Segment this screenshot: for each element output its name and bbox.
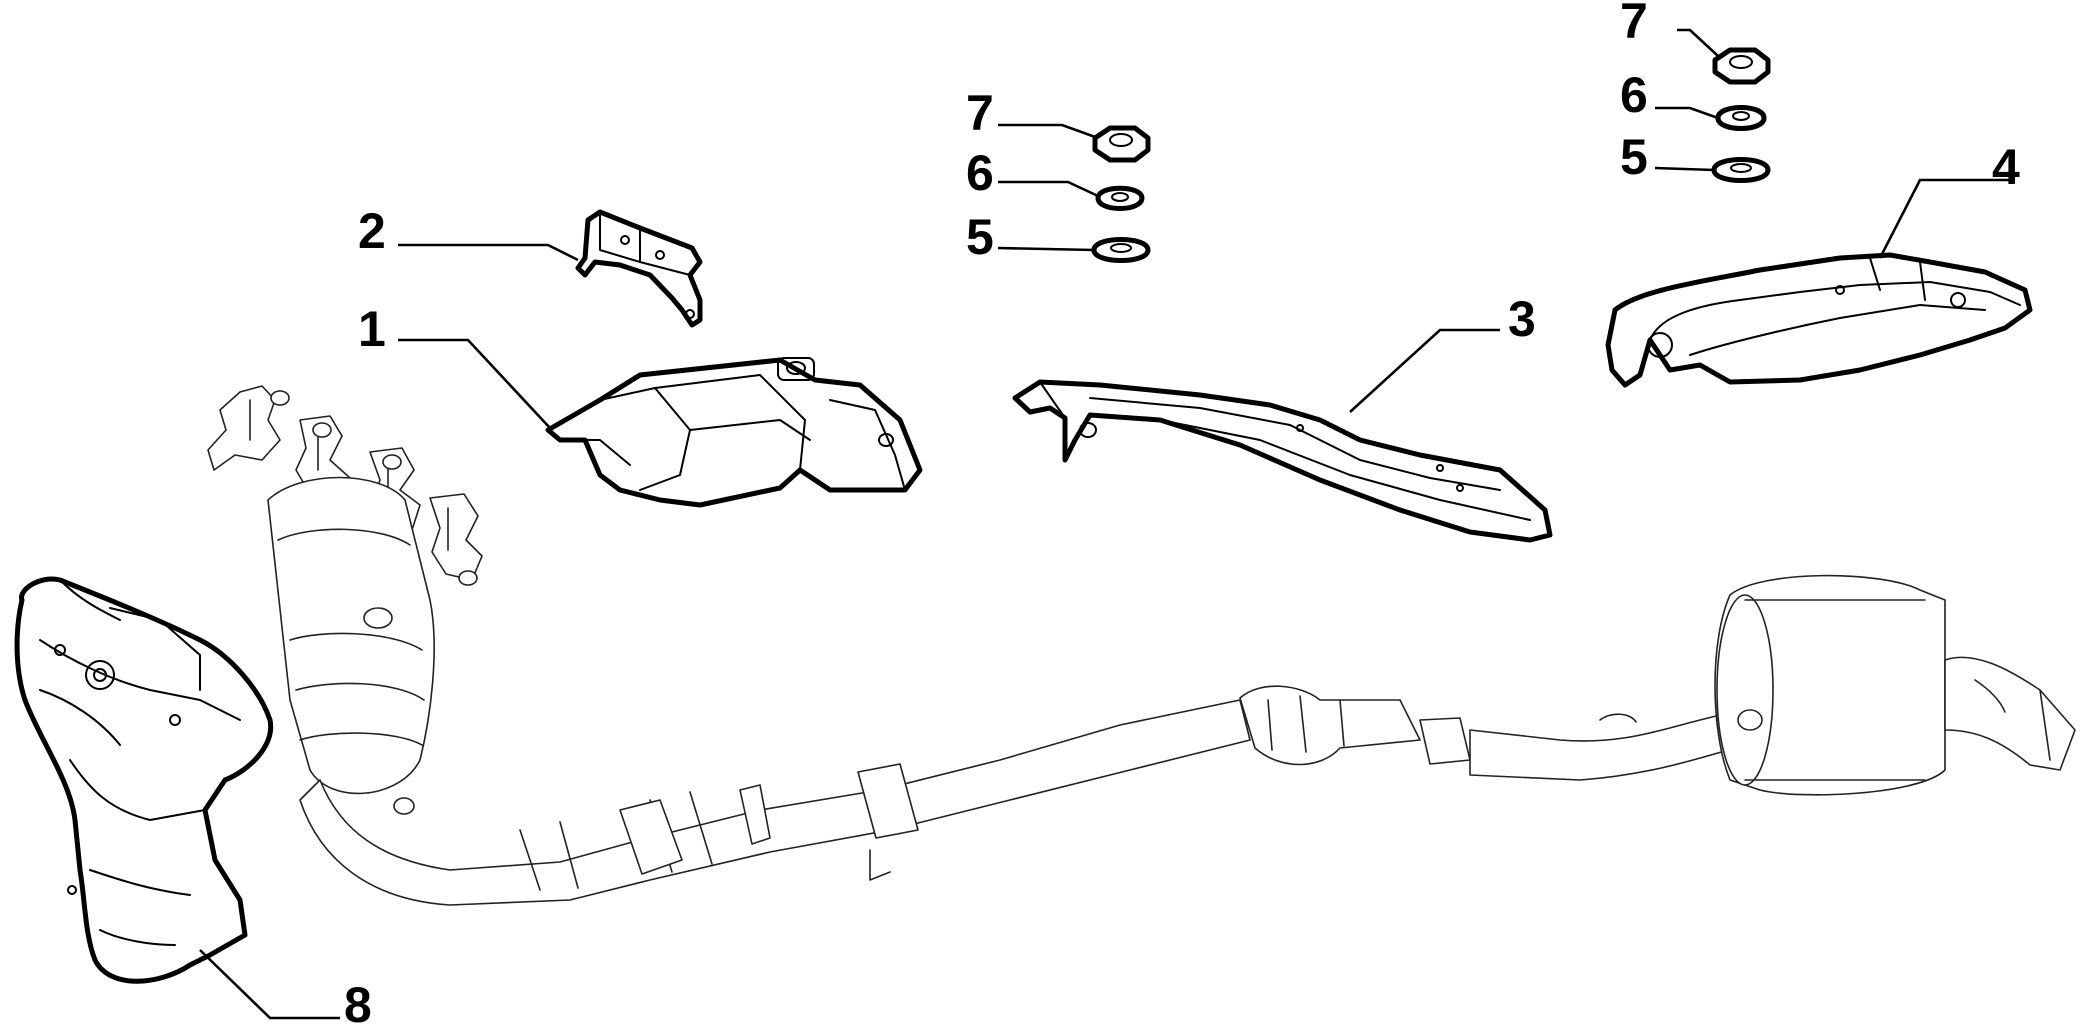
callout-5-center: 5 <box>966 209 994 265</box>
callout-8: 8 <box>344 977 372 1028</box>
callout-7-center: 7 <box>966 85 994 141</box>
flat-washer-5-center <box>1091 237 1151 263</box>
callout-3: 3 <box>1508 291 1536 347</box>
callout-4: 4 <box>1992 139 2020 195</box>
exhaust-system-assembly <box>207 385 2076 906</box>
callout-7-right: 7 <box>1620 0 1648 49</box>
part-2-bracket <box>575 209 703 328</box>
hardware-stack-right <box>1711 47 1771 183</box>
leader-lines <box>199 28 2015 1020</box>
flexible-joint <box>1239 685 1471 766</box>
hardware-stack-center <box>1091 125 1151 263</box>
callout-6-right: 6 <box>1620 67 1648 123</box>
flat-washer-5-right <box>1711 157 1771 183</box>
front-exhaust-pipe <box>299 699 1251 906</box>
callout-5-right: 5 <box>1620 129 1648 185</box>
part-8-manifold-shield <box>14 576 274 984</box>
rear-exhaust-pipe <box>1469 709 1746 781</box>
callout-1: 1 <box>358 301 386 357</box>
nut-7-right <box>1712 47 1771 85</box>
part-1-heat-shield <box>545 357 923 508</box>
part-4-rear-heat-shield <box>1605 252 2033 388</box>
part-3-long-heat-shield <box>1012 379 1553 543</box>
callout-labels: 1 2 3 4 7 6 5 7 6 5 8 <box>344 0 2020 1028</box>
catalytic-converter <box>267 476 435 815</box>
exhaust-manifold <box>207 385 483 586</box>
tailpipe <box>1944 656 2076 771</box>
nut-7-center <box>1092 125 1151 163</box>
spring-washer-6-center <box>1095 185 1145 211</box>
callout-2: 2 <box>358 203 386 259</box>
rear-muffler <box>1714 574 1946 796</box>
callout-6-center: 6 <box>966 145 994 201</box>
spring-washer-6-right <box>1715 105 1767 131</box>
